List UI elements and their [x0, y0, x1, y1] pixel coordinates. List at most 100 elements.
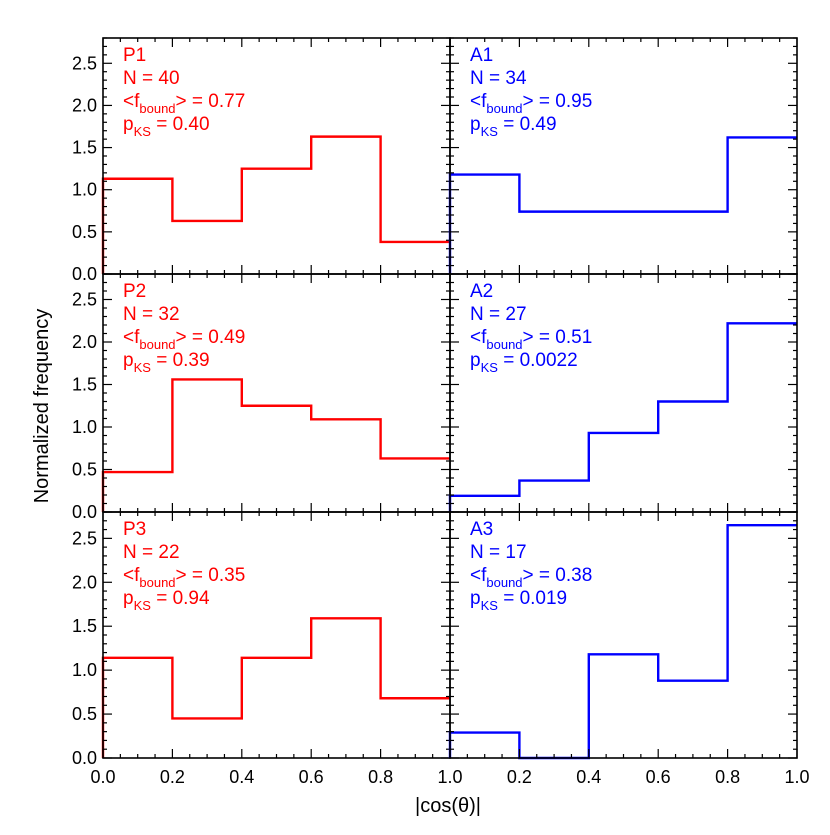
x-tick-label: 1.0	[784, 767, 809, 787]
panel-fbound: <fbound> = 0.38	[470, 565, 592, 590]
pks-prefix: p	[470, 588, 481, 609]
pks-prefix: p	[123, 114, 134, 135]
fbound-subscript: bound	[486, 101, 522, 116]
panel-pks: pKS = 0.40	[123, 114, 210, 139]
panel-pks: pKS = 0.39	[123, 350, 210, 375]
x-tick-label: 0.6	[646, 767, 671, 787]
pks-value: = 0.019	[498, 588, 567, 609]
y-tick-label: 1.0	[72, 660, 97, 680]
fbound-subscript: bound	[139, 101, 175, 116]
histogram-step-a3	[448, 523, 797, 760]
panel-n-count: N = 22	[123, 542, 180, 563]
histogram-step-p2	[101, 378, 450, 512]
y-tick-label: 1.5	[72, 375, 97, 395]
y-tick-label: 0.0	[72, 264, 97, 284]
fbound-subscript: bound	[139, 337, 175, 352]
panel-label: P1	[123, 45, 146, 66]
panel-fbound: <fbound> = 0.35	[123, 565, 245, 590]
x-tick-label: 0.4	[229, 767, 254, 787]
x-tick-label: 0.6	[299, 767, 324, 787]
panel-n-count: N = 27	[470, 304, 527, 325]
y-tick-label: 2.5	[72, 53, 97, 73]
y-tick-label: 0.5	[72, 222, 97, 242]
pks-subscript: KS	[134, 360, 152, 375]
panel-fbound: <fbound> = 0.95	[470, 91, 592, 116]
panel-pks: pKS = 0.94	[123, 588, 210, 613]
y-tick-label: 2.5	[72, 290, 97, 310]
y-axis-title: Normalized frequency	[31, 309, 53, 504]
pks-prefix: p	[123, 350, 134, 371]
x-tick-label: 0.2	[507, 767, 532, 787]
pks-subscript: KS	[481, 360, 499, 375]
pks-subscript: KS	[134, 598, 152, 613]
panel-pks: pKS = 0.0022	[470, 350, 578, 375]
pks-prefix: p	[470, 350, 481, 371]
fbound-value: > = 0.51	[523, 327, 593, 348]
y-tick-label: 1.5	[72, 138, 97, 158]
x-axis-title: |cos(θ)|	[415, 795, 481, 817]
panel-n-count: N = 32	[123, 304, 180, 325]
fbound-subscript: bound	[139, 575, 175, 590]
y-tick-label: 1.5	[72, 616, 97, 636]
pks-subscript: KS	[134, 124, 152, 139]
y-tick-label: 1.0	[72, 417, 97, 437]
y-tick-label: 2.5	[72, 528, 97, 548]
pks-value: = 0.0022	[498, 350, 578, 371]
histogram-step-a1	[448, 136, 797, 274]
fbound-prefix: <f	[123, 327, 140, 348]
pks-subscript: KS	[481, 124, 499, 139]
y-tick-label: 1.0	[72, 180, 97, 200]
panel-fbound: <fbound> = 0.77	[123, 91, 245, 116]
pks-value: = 0.94	[151, 588, 210, 609]
pks-prefix: p	[470, 114, 481, 135]
y-tick-label: 0.5	[72, 704, 97, 724]
panel-fbound: <fbound> = 0.49	[123, 327, 245, 352]
panel-n-count: N = 34	[470, 68, 527, 89]
fbound-prefix: <f	[470, 327, 487, 348]
pks-subscript: KS	[481, 598, 499, 613]
panel-label: P3	[123, 519, 146, 540]
y-tick-label: 0.0	[72, 502, 97, 522]
fbound-value: > = 0.95	[523, 91, 593, 112]
panel-label: A1	[470, 45, 493, 66]
fbound-prefix: <f	[470, 565, 487, 586]
pks-prefix: p	[123, 588, 134, 609]
panel-n-count: N = 40	[123, 68, 180, 89]
panel-label: A2	[470, 281, 493, 302]
fbound-value: > = 0.35	[176, 565, 246, 586]
fbound-value: > = 0.38	[523, 565, 593, 586]
fbound-subscript: bound	[486, 337, 522, 352]
x-tick-label: 0.0	[90, 767, 115, 787]
x-tick-label: 1.0	[437, 767, 462, 787]
axes-layer: 0.00.51.01.52.02.50.00.51.01.52.02.50.00…	[72, 53, 810, 787]
panel-n-count: N = 17	[470, 542, 527, 563]
panel-label: P2	[123, 281, 146, 302]
x-tick-label: 0.2	[160, 767, 185, 787]
histogram-step-a2	[448, 322, 797, 512]
fbound-value: > = 0.77	[176, 91, 246, 112]
histogram-step-p1	[101, 135, 450, 274]
panel-pks: pKS = 0.019	[470, 588, 567, 613]
fbound-subscript: bound	[486, 575, 522, 590]
fbound-prefix: <f	[123, 565, 140, 586]
panel-fbound: <fbound> = 0.51	[470, 327, 592, 352]
histogram-step-p3	[101, 617, 450, 758]
fbound-prefix: <f	[123, 91, 140, 112]
x-tick-label: 0.8	[715, 767, 740, 787]
x-tick-label: 0.4	[576, 767, 601, 787]
fbound-value: > = 0.49	[176, 327, 246, 348]
y-tick-label: 0.5	[72, 460, 97, 480]
pks-value: = 0.39	[151, 350, 210, 371]
fbound-prefix: <f	[470, 91, 487, 112]
pks-value: = 0.49	[498, 114, 557, 135]
y-tick-label: 2.0	[72, 572, 97, 592]
y-tick-label: 0.0	[72, 748, 97, 768]
x-tick-label: 0.8	[368, 767, 393, 787]
